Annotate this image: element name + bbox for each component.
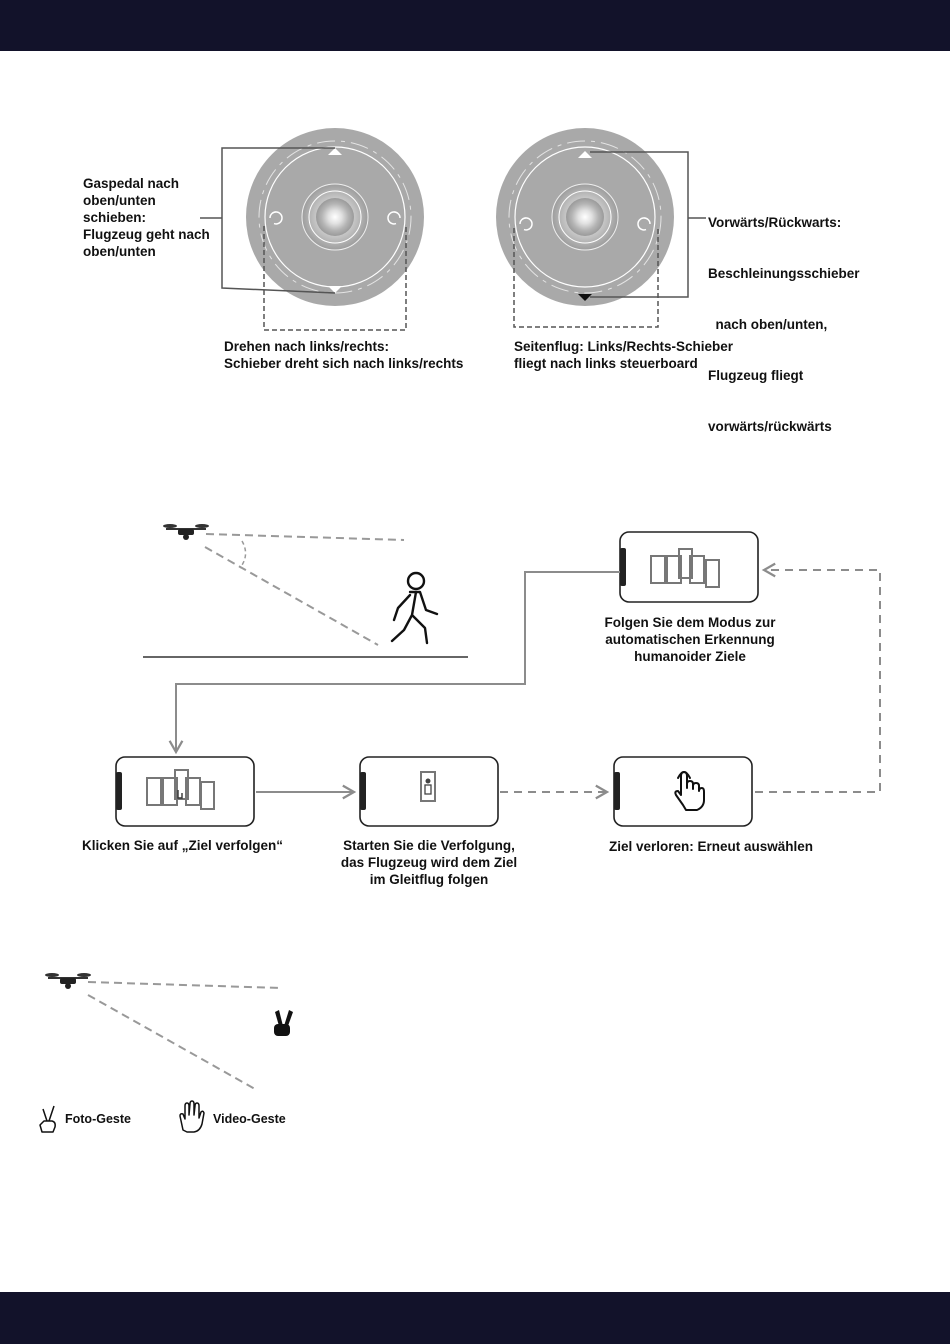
drone-icon xyxy=(45,973,91,989)
phone-detect xyxy=(619,531,759,603)
phone-lost xyxy=(613,756,753,827)
drone-icon xyxy=(163,524,209,540)
peace-hand-icon xyxy=(274,1010,293,1036)
step-lost-label: Ziel verloren: Erneut auswählen xyxy=(609,839,814,854)
phone-start xyxy=(359,756,499,827)
footer-band xyxy=(0,1292,950,1344)
photo-gesture-label: Foto-Geste xyxy=(65,1112,131,1126)
tap-hand-icon xyxy=(674,771,705,811)
walking-person-icon xyxy=(390,571,439,645)
joystick-right-side-label: Vorwärts/Rückwarts: Beschleinungsschiebe… xyxy=(708,215,860,434)
joystick-left xyxy=(200,128,424,331)
rotate-right-icon xyxy=(387,211,401,225)
step-start-label: Starten Sie die Verfolgung, das Flugzeug… xyxy=(340,838,518,887)
up-arrow-icon xyxy=(578,151,592,158)
rotate-left-icon xyxy=(269,211,283,225)
photo-gesture-icon xyxy=(39,1105,56,1133)
rotate-left-icon xyxy=(519,217,533,231)
joystick-right xyxy=(496,128,706,328)
step-detect-label: Folgen Sie dem Modus zur automatischen E… xyxy=(604,615,776,664)
phone-click xyxy=(115,756,255,827)
down-arrow-icon xyxy=(328,286,342,293)
rotate-right-icon xyxy=(637,217,651,231)
header-band xyxy=(0,0,950,51)
video-gesture-label: Video-Geste xyxy=(213,1112,286,1126)
up-arrow-icon xyxy=(328,148,342,155)
step-click-label: Klicken Sie auf „Ziel verfolgen“ xyxy=(82,838,284,853)
joystick-left-bottom-label: Drehen nach links/rechts: Schieber dreht… xyxy=(224,339,464,371)
joystick-left-side-label: Gaspedal nach oben/unten schieben: Flugz… xyxy=(83,176,210,259)
joystick-right-bottom-label: Seitenflug: Links/Rechts-Schieber fliegt… xyxy=(514,339,734,371)
video-gesture-icon xyxy=(179,1100,205,1133)
down-arrow-icon xyxy=(578,294,592,301)
